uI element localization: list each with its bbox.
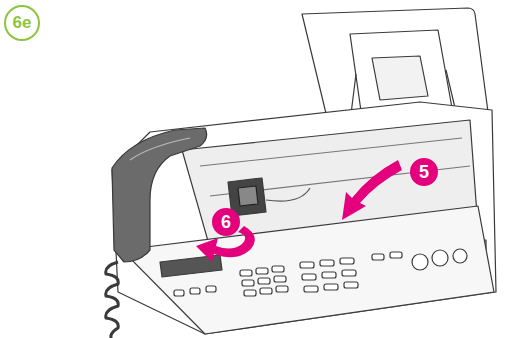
coiled-cord [106,262,119,338]
handset-highlight [130,138,190,160]
ribbon-cable [266,188,310,201]
control-panel [122,206,494,334]
label-text: 6e [13,13,32,33]
keypad [174,249,467,296]
label-text: 5 [419,162,429,183]
label-text: 6 [221,212,231,233]
cartridge [238,186,258,206]
callout-number: 6 [212,208,240,236]
fax-body [112,102,496,334]
handset [112,128,207,262]
paper-guide [372,56,428,100]
arrow-5 [342,160,402,220]
callout-number: 5 [410,158,438,186]
step-number: 6e [4,5,40,41]
